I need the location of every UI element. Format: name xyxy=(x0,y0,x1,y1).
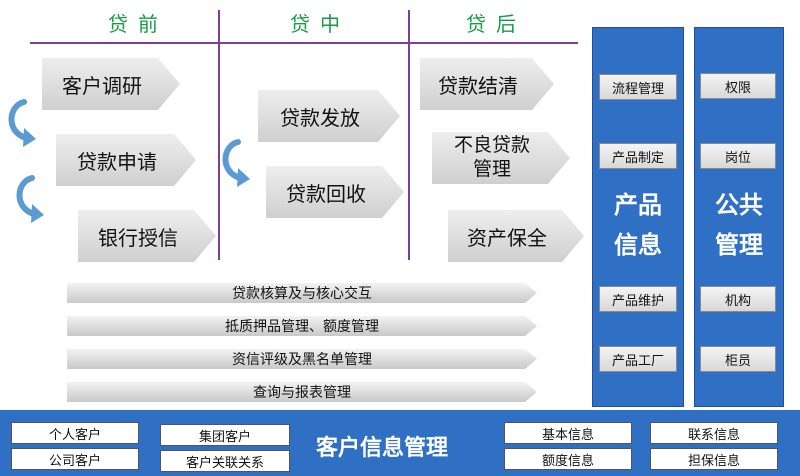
product-info-title-line2: 信息 xyxy=(614,232,662,259)
step-asset-preservation: 资产保全 xyxy=(448,210,584,262)
step-loan-disbursement: 贷款发放 xyxy=(258,90,400,142)
product-maintenance[interactable]: 产品维护 xyxy=(599,286,677,312)
phase-pre-loan: 贷前 xyxy=(108,14,168,36)
phase-post-loan: 贷后 xyxy=(466,14,526,36)
customer-corporate[interactable]: 公司客户 xyxy=(11,448,139,470)
bar-credit-rating: 资信评级及黑名单管理 xyxy=(67,349,537,369)
product-definition[interactable]: 产品制定 xyxy=(599,143,677,169)
public-mgmt-title: 公共 管理 xyxy=(694,186,784,266)
bar-query-report: 查询与报表管理 xyxy=(67,382,537,402)
mgmt-tellers[interactable]: 柜员 xyxy=(700,346,776,372)
mgmt-institutions[interactable]: 机构 xyxy=(700,286,776,312)
customer-basic-info[interactable]: 基本信息 xyxy=(504,422,632,444)
phase-divider-horizontal xyxy=(30,42,578,44)
customer-individual[interactable]: 个人客户 xyxy=(11,422,139,444)
customer-group[interactable]: 集团客户 xyxy=(160,424,290,446)
product-info-title: 产品 信息 xyxy=(592,186,684,266)
step-customer-research: 客户调研 xyxy=(42,58,180,110)
step-loan-recovery: 贷款回收 xyxy=(266,166,404,218)
phase-divider-2 xyxy=(408,10,410,260)
bar-accounting: 贷款核算及与核心交互 xyxy=(67,283,537,303)
customer-contact-info[interactable]: 联系信息 xyxy=(650,422,778,444)
step-loan-application: 贷款申请 xyxy=(56,134,196,186)
curl-arrow-icon xyxy=(16,175,44,223)
curl-arrow-icon xyxy=(222,139,250,187)
customer-relations[interactable]: 客户关联关系 xyxy=(160,450,290,472)
step-bank-credit: 银行授信 xyxy=(78,210,216,262)
customer-credit-info[interactable]: 额度信息 xyxy=(504,448,632,470)
npl-label: 不良贷款 管理 xyxy=(454,134,530,182)
npl-line1: 不良贷款 xyxy=(453,135,530,156)
step-loan-settlement: 贷款结清 xyxy=(420,58,554,110)
step-npl-management: 不良贷款 管理 xyxy=(432,132,570,184)
product-info-title-line1: 产品 xyxy=(614,192,662,219)
npl-line2: 管理 xyxy=(472,159,511,180)
mgmt-permissions[interactable]: 权限 xyxy=(700,73,776,99)
public-mgmt-title-line2: 管理 xyxy=(715,232,763,259)
product-process-mgmt[interactable]: 流程管理 xyxy=(599,74,677,100)
phase-mid-loan: 贷中 xyxy=(290,14,350,36)
public-mgmt-title-line1: 公共 xyxy=(715,192,763,219)
customer-guarantee-info[interactable]: 担保信息 xyxy=(650,448,778,470)
product-factory[interactable]: 产品工厂 xyxy=(599,346,677,372)
mgmt-positions[interactable]: 岗位 xyxy=(700,143,776,169)
customer-info-title: 客户信息管理 xyxy=(316,435,449,460)
bar-collateral: 抵质押品管理、额度管理 xyxy=(67,316,537,336)
phase-divider-1 xyxy=(218,10,220,260)
curl-arrow-icon xyxy=(8,99,36,147)
